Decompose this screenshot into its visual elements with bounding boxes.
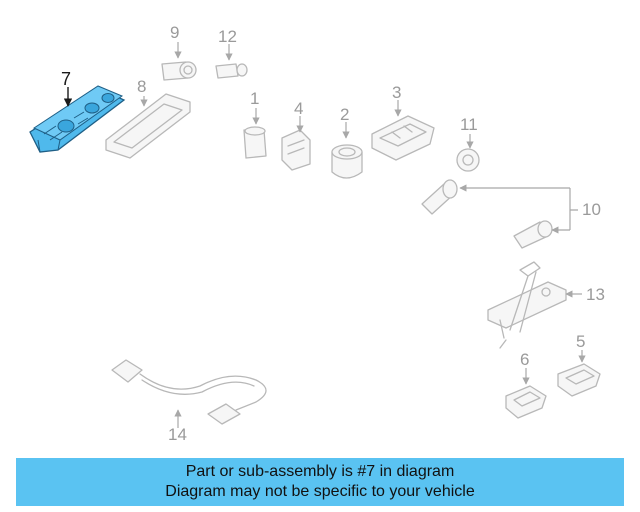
part-12-bulb — [215, 44, 248, 79]
part-9-bulb — [161, 42, 197, 81]
callout-8: 8 — [137, 77, 147, 96]
part-10-bulbs — [421, 179, 578, 249]
callout-1: 1 — [250, 89, 260, 108]
part-13-bracket — [487, 261, 582, 349]
part-6-switch — [505, 368, 547, 419]
callout-2: 2 — [340, 105, 350, 124]
part-14-harness — [111, 359, 267, 428]
callout-14: 14 — [168, 425, 187, 444]
callout-13: 13 — [586, 285, 605, 304]
part-11-round-button — [456, 134, 480, 172]
info-banner: Part or sub-assembly is #7 in diagram Di… — [16, 458, 624, 506]
callout-5: 5 — [576, 332, 586, 351]
parts-diagram: 9 12 7 8 3 1 4 2 11 10 13 5 6 14 — [29, 23, 605, 444]
callout-7: 7 — [61, 69, 72, 89]
part-3-switch-block — [371, 100, 435, 161]
banner-line-disclaimer: Diagram may not be specific to your vehi… — [165, 483, 475, 500]
part-5-switch — [557, 350, 601, 397]
diagram-artwork — [29, 42, 601, 428]
part-2-knob — [331, 122, 363, 179]
part-1-switch — [243, 108, 267, 159]
banner-line-part: Part or sub-assembly is #7 in diagram — [185, 463, 455, 480]
callout-11: 11 — [460, 115, 478, 134]
part-4-connector — [281, 116, 311, 171]
callout-6: 6 — [520, 350, 530, 369]
part-7-control-panel[interactable] — [29, 85, 126, 153]
callout-10: 10 — [582, 200, 601, 219]
part-8-bezel — [105, 93, 191, 159]
callout-3: 3 — [392, 83, 402, 102]
callout-9: 9 — [170, 23, 180, 42]
callout-4: 4 — [294, 99, 304, 118]
callout-12: 12 — [218, 27, 237, 46]
